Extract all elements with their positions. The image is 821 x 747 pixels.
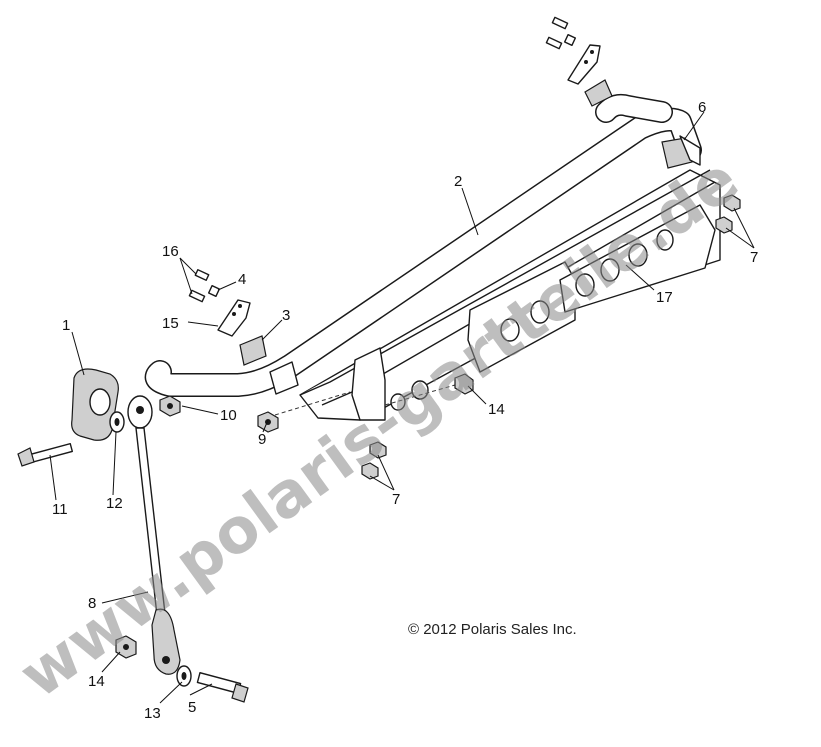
clamp — [71, 368, 119, 441]
bolts-top-right — [545, 16, 577, 50]
callout-9: 9 — [258, 431, 266, 448]
bracket-left — [217, 299, 251, 337]
callout-7-lower: 7 — [392, 491, 400, 508]
washer-13 — [176, 665, 192, 687]
washer-12 — [109, 411, 125, 433]
callout-1: 1 — [62, 317, 70, 334]
callout-15: 15 — [162, 315, 179, 332]
callout-13: 13 — [144, 705, 161, 722]
nut-14-upper — [454, 373, 474, 395]
frame-member — [274, 169, 721, 421]
callout-12: 12 — [106, 495, 123, 512]
bolt-11 — [17, 443, 74, 467]
callout-17: 17 — [656, 289, 673, 306]
leader-lines — [49, 111, 755, 704]
link-rod — [127, 395, 181, 675]
nut-14-lower — [115, 635, 137, 659]
callout-2: 2 — [454, 173, 462, 190]
bushing-left — [239, 335, 299, 395]
callout-4: 4 — [238, 271, 246, 288]
callout-10: 10 — [220, 407, 237, 424]
callout-labels: 1 2 3 4 5 6 7 7 8 9 10 11 12 13 14 14 15… — [52, 99, 758, 722]
stabilizer-bar — [144, 93, 702, 397]
bolt-5 — [196, 672, 249, 703]
callout-8: 8 — [88, 595, 96, 612]
copyright-text: © 2012 Polaris Sales Inc. — [408, 621, 577, 638]
callout-11: 11 — [52, 501, 68, 518]
callout-14-upper: 14 — [488, 401, 505, 418]
bushing-right — [661, 135, 701, 169]
callout-16: 16 — [162, 243, 179, 260]
callout-5: 5 — [188, 699, 196, 716]
nuts-7-lower — [361, 441, 387, 480]
callout-7-right: 7 — [750, 249, 758, 266]
callout-14-lower: 14 — [88, 673, 105, 690]
frame-holes — [390, 229, 674, 411]
nut-10 — [159, 395, 181, 417]
callout-3: 3 — [282, 307, 290, 324]
bracket-right — [567, 44, 613, 107]
callout-6: 6 — [698, 99, 706, 116]
bolts-top-left — [188, 269, 221, 303]
